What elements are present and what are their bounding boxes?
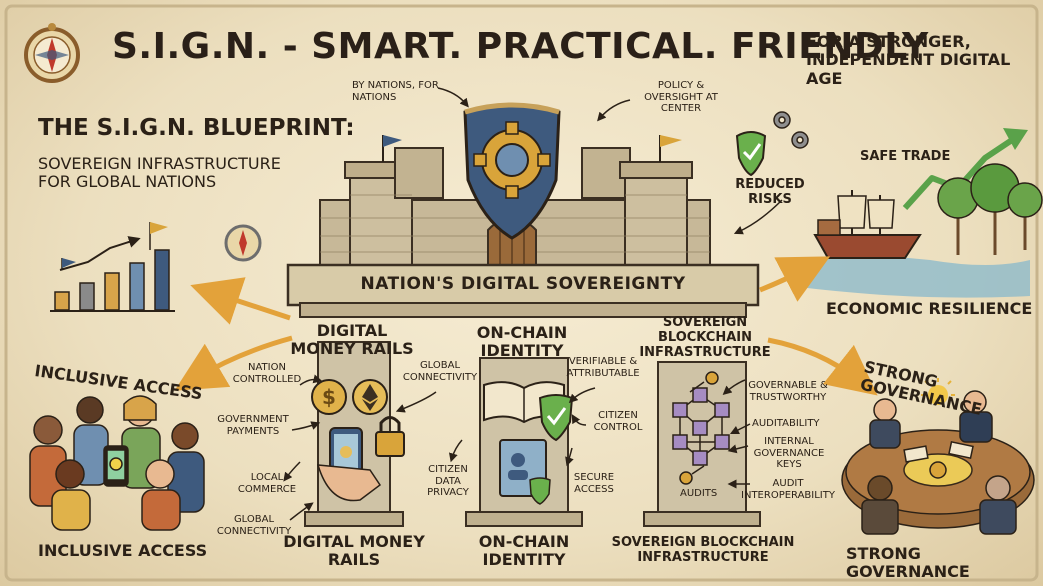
coin-icon: $ xyxy=(311,379,388,415)
lock-icon xyxy=(375,416,405,457)
economic-resilience-label: ECONOMIC RESILIENCE xyxy=(826,299,1033,318)
water-illustration xyxy=(792,256,1030,298)
blockchain-bottom-label: SOVEREIGN BLOCKCHAIN INFRASTRUCTURE xyxy=(611,535,795,565)
note-citizen-control: CITIZEN CONTROL xyxy=(593,410,643,433)
reduced-risks-label: REDUCED RISKS xyxy=(735,177,805,207)
note-by-nations: BY NATIONS, FOR NATIONS xyxy=(352,80,439,103)
note-governable: GOVERNABLE & TRUSTWORTHY xyxy=(748,380,828,403)
inclusive-access-bottom-label: INCLUSIVE ACCESS xyxy=(38,541,208,560)
blockchain-network-icon xyxy=(672,371,730,485)
gears-icon xyxy=(773,111,809,149)
note-verifiable: VERIFIABLE & ATTRIBUTABLE xyxy=(566,356,640,379)
blueprint-title: THE S.I.G.N. BLUEPRINT: xyxy=(38,115,355,141)
identity-bottom-label: ON-CHAIN IDENTITY xyxy=(478,532,570,570)
main-subtitle: FOR A STRONGER, INDEPENDENT DIGITAL AGE xyxy=(806,32,1011,88)
note-audits: AUDITS xyxy=(680,488,718,499)
annotation-arrows xyxy=(283,87,783,521)
green-check-shield-icon xyxy=(538,394,574,442)
flow-arrows xyxy=(174,256,878,396)
blockchain-top-label: SOVEREIGN BLOCKCHAIN INFRASTRUCTURE xyxy=(639,315,771,360)
parchment-border xyxy=(4,4,1039,582)
note-local-commerce: LOCAL COMMERCE xyxy=(237,472,297,495)
main-title: S.I.G.N. - SMART. PRACTICAL. FRIENDLY xyxy=(112,26,929,67)
note-policy-oversight: POLICY & OVERSIGHT AT CENTER xyxy=(644,80,718,114)
identity-card-icon xyxy=(499,439,551,505)
safe-trade-label: SAFE TRADE xyxy=(860,149,951,164)
note-secure-access: SECURE ACCESS xyxy=(573,472,615,495)
compass-small-icon xyxy=(224,224,262,262)
reduced-risk-shield-icon xyxy=(735,131,767,177)
shield-gear-icon xyxy=(463,102,561,240)
svg-text:$: $ xyxy=(322,385,336,409)
smartphone-icon xyxy=(316,427,382,502)
compass-icon xyxy=(24,23,80,83)
note-audit-interop: AUDIT INTEROPERABILITY xyxy=(741,478,835,501)
note-global-connectivity-high: GLOBAL CONNECTIVITY xyxy=(402,360,478,383)
note-governance-keys: INTERNAL GOVERNANCE KEYS xyxy=(753,436,825,470)
note-nation-controlled: NATION CONTROLLED xyxy=(232,362,302,385)
sovereignty-banner-label: NATION'S DIGITAL SOVEREIGNTY xyxy=(360,274,686,294)
people-group-icon xyxy=(29,395,205,531)
note-auditability: AUDITABILITY xyxy=(752,418,820,429)
note-citizen-data-privacy: CITIZEN DATA PRIVACY xyxy=(427,464,469,498)
sovereignty-banner xyxy=(286,263,760,318)
strong-governance-bottom-label: STRONG GOVERNANCE xyxy=(846,544,970,582)
growth-bar-chart-icon xyxy=(50,222,175,312)
trees-icon xyxy=(937,163,1043,255)
ship-icon xyxy=(813,190,922,259)
blueprint-subtitle: SOVEREIGN INFRASTRUCTURE FOR GLOBAL NATI… xyxy=(38,154,281,192)
note-global-connectivity-low: GLOBAL CONNECTIVITY xyxy=(216,514,292,537)
money-rails-bottom-label: DIGITAL MONEY RAILS xyxy=(283,532,425,570)
identity-top-label: ON-CHAIN IDENTITY xyxy=(476,323,568,361)
money-rails-top-label: DIGITAL MONEY RAILS xyxy=(290,321,414,359)
governance-meeting-icon xyxy=(841,378,1035,535)
note-government-payments: GOVERNMENT PAYMENTS xyxy=(217,414,289,437)
